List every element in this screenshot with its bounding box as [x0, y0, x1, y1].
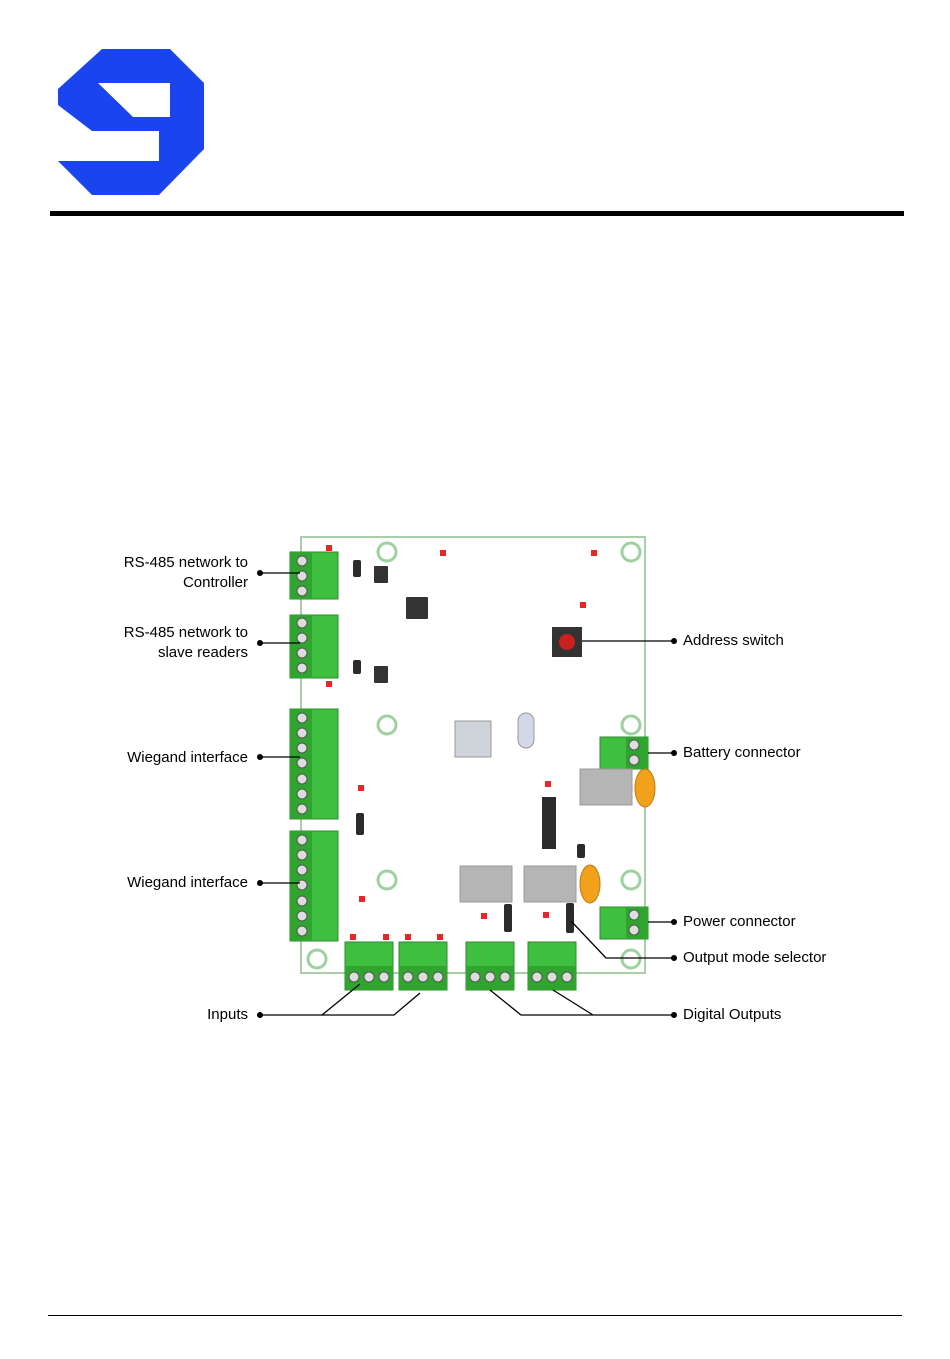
label-battery-connector: Battery connector — [683, 743, 801, 763]
terminal-wiegand-1 — [290, 709, 338, 819]
terminal-rs485-controller — [290, 552, 338, 599]
label-rs485-slave-line1: RS-485 network to — [98, 623, 248, 643]
address-switch-dial — [559, 634, 575, 650]
terminal-outputs-1 — [466, 942, 514, 990]
label-wiegand-1: Wiegand interface — [98, 748, 248, 768]
terminal-rs485-slave — [290, 615, 338, 678]
label-inputs: Inputs — [148, 1005, 248, 1025]
label-digital-outputs: Digital Outputs — [683, 1005, 781, 1025]
label-rs485-slave-line2: slave readers — [98, 643, 248, 663]
terminal-outputs-2 — [528, 942, 576, 990]
pin-header — [542, 797, 556, 849]
terminal-inputs-1 — [345, 942, 393, 990]
label-rs485-slave: RS-485 network to slave readers — [98, 623, 248, 663]
terminal-power — [600, 907, 648, 939]
label-rs485-controller: RS-485 network to Controller — [98, 553, 248, 593]
label-address-switch: Address switch — [683, 631, 784, 651]
label-rs485-controller-line2: Controller — [98, 573, 248, 593]
label-output-mode-selector: Output mode selector — [683, 948, 826, 968]
microcontroller — [455, 721, 491, 757]
terminal-inputs-2 — [399, 942, 447, 990]
label-wiegand-2: Wiegand interface — [98, 873, 248, 893]
terminal-battery — [600, 737, 648, 769]
label-rs485-controller-line1: RS-485 network to — [98, 553, 248, 573]
terminal-wiegand-2 — [290, 831, 338, 941]
crystal — [518, 713, 534, 748]
label-power-connector: Power connector — [683, 912, 796, 932]
